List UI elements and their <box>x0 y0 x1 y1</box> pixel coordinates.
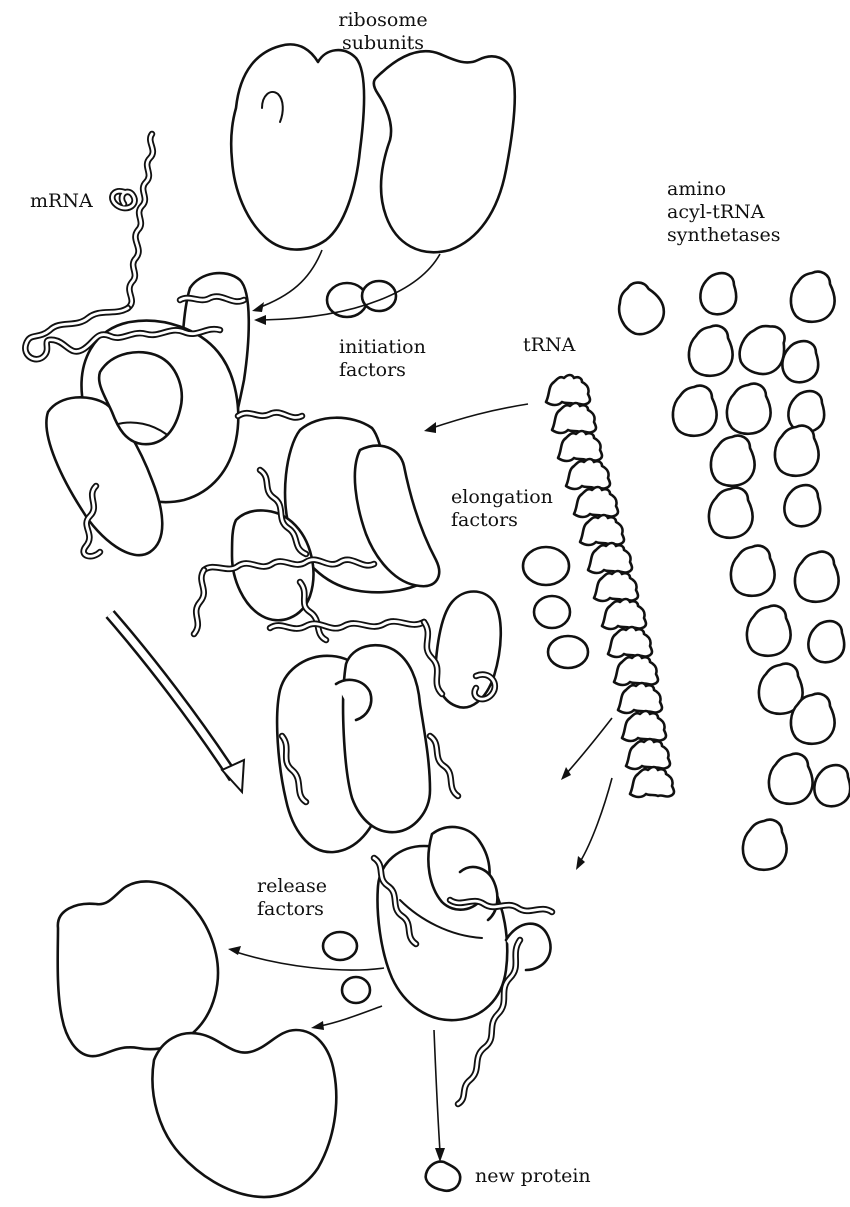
label-initiation-factors: initiation factors <box>339 336 426 382</box>
label-new-protein: new protein <box>475 1165 591 1188</box>
new-protein-blob <box>426 1162 461 1191</box>
ribosome-2 <box>232 418 439 621</box>
release-factors <box>323 932 370 1003</box>
elongation-factors <box>523 547 588 668</box>
label-release-factors: release factors <box>257 875 327 921</box>
new-protein-arrow <box>434 1030 445 1162</box>
released-large-subunit <box>152 1030 336 1197</box>
label-trna: tRNA <box>523 334 575 357</box>
free-ribosome-small-subunit <box>231 44 364 249</box>
ribosome-3 <box>277 592 501 853</box>
label-mrna: mRNA <box>30 190 93 213</box>
trna-column <box>546 375 674 797</box>
ribosome-4 <box>378 827 551 1020</box>
free-ribosome-large-subunit <box>374 51 515 252</box>
flow-arrow <box>110 614 244 792</box>
label-ribosome-subunits: ribosome subunits <box>318 9 448 55</box>
released-small-subunit <box>58 881 218 1056</box>
label-synthetases: amino acyl-tRNA synthetases <box>667 178 781 247</box>
ribosome-1 <box>46 273 248 555</box>
label-elongation-factors: elongation factors <box>451 486 553 532</box>
